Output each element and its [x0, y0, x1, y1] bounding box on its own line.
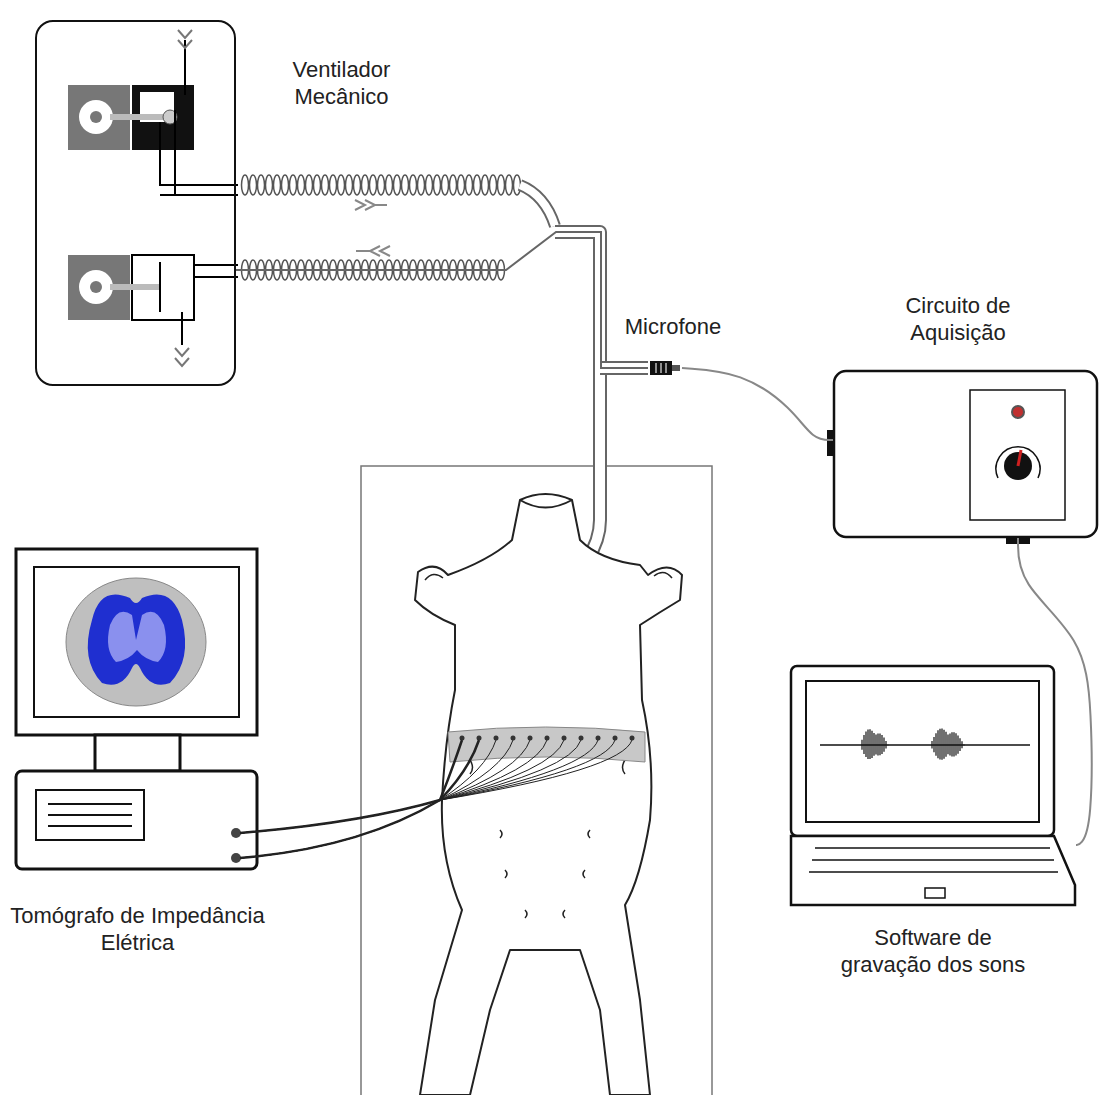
- tomograph-node: Tomógrafo de Impedância Elétrica: [15, 548, 258, 870]
- node-label: Circuito de Aquisição: [863, 292, 1053, 346]
- signal-cable: [682, 368, 833, 440]
- flow-arrow: [356, 246, 390, 256]
- node-label: Ventilador Mecânico: [254, 56, 429, 110]
- ventilator-hose: [236, 232, 648, 368]
- tomograph: [16, 549, 257, 869]
- ventilator-box: Ventilador Mecânico: [35, 20, 236, 386]
- signal-cable: [1018, 538, 1092, 845]
- laptop: [791, 666, 1075, 905]
- ventilator-hoses: [242, 175, 521, 280]
- microphone: [650, 361, 680, 375]
- acquisition-box: [827, 371, 1097, 544]
- node-label: Microfone: [608, 313, 738, 340]
- laptop-node: Software de gravação dos sons: [790, 665, 1076, 906]
- node-label: Software de gravação dos sons: [835, 924, 1031, 978]
- flow-arrow: [355, 200, 387, 210]
- microphone-node: Microfone: [648, 358, 682, 378]
- acquisition-node: Circuito de Aquisição: [833, 370, 1098, 538]
- electrode-wires: [240, 740, 632, 858]
- table-outline: [361, 466, 712, 1095]
- node-label: Tomógrafo de Impedância Elétrica: [10, 902, 265, 956]
- ventilator-valves: [68, 30, 238, 366]
